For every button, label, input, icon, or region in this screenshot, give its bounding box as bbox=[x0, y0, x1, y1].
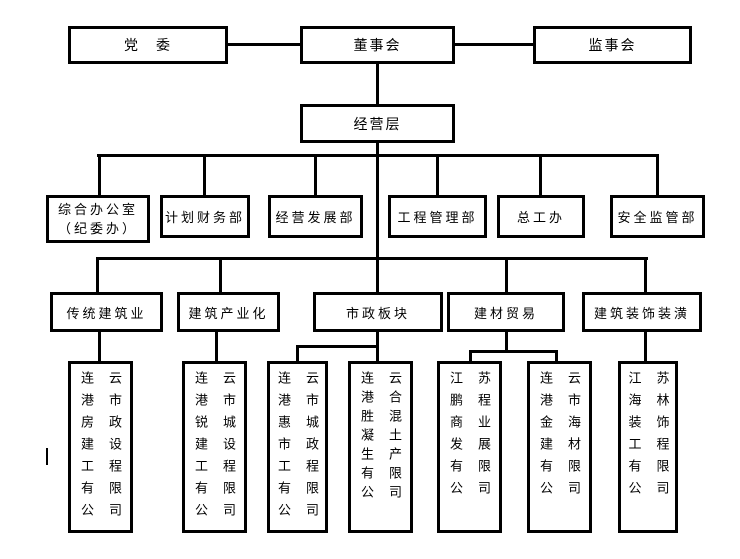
node-company-3: 连港惠市工有公 云市城政程限司 bbox=[267, 361, 328, 533]
connector-drop-dept-5 bbox=[539, 154, 542, 195]
connector-drop-segment-2 bbox=[219, 257, 222, 292]
node-label: 计划财务部 bbox=[164, 210, 245, 225]
stray-mark bbox=[46, 448, 48, 465]
company-name-column-left: 连港胜凝生有公 bbox=[359, 371, 374, 504]
company-name-column-left: 江鹏商发有公 bbox=[448, 371, 463, 503]
connector-department-bus bbox=[97, 154, 658, 157]
company-name-column-left: 连港锐建工有公 bbox=[193, 371, 208, 525]
company-name-column-right: 云市城设程限司 bbox=[221, 371, 236, 525]
node-dept-engineering-management: 工程管理部 bbox=[388, 195, 487, 238]
node-label: 建筑装饰装潢 bbox=[593, 305, 690, 321]
node-label: 董事会 bbox=[353, 39, 402, 54]
company-name-column-left: 连港房建工有公 bbox=[79, 371, 94, 525]
node-label: 安全监管部 bbox=[617, 210, 698, 225]
node-label: 建材贸易 bbox=[473, 305, 538, 321]
node-label: 综合办公室 （纪委办） bbox=[57, 201, 138, 237]
node-label: 监事会 bbox=[588, 39, 637, 54]
node-label: 总工办 bbox=[516, 210, 565, 225]
connector-central-trunk bbox=[376, 143, 379, 292]
node-dept-chief-engineer-office: 总工办 bbox=[497, 195, 585, 238]
node-company-2: 连港锐建工有公 云市城设程限司 bbox=[182, 361, 247, 533]
connector-drop-company-2 bbox=[215, 332, 218, 361]
node-dept-general-office: 综合办公室 （纪委办） bbox=[46, 195, 150, 243]
company-name-column-right: 云市海材限司 bbox=[566, 371, 581, 503]
node-label: 经营发展部 bbox=[275, 210, 356, 225]
connector-municipal-branch-bar bbox=[296, 345, 379, 348]
node-segment-municipal: 市政板块 bbox=[313, 292, 443, 332]
connector-drop-dept-6 bbox=[656, 154, 659, 195]
connector-drop-dept-4 bbox=[436, 154, 439, 195]
node-label: 党 委 bbox=[124, 39, 172, 54]
company-name-column-right: 云市政设程限司 bbox=[107, 371, 122, 525]
company-name-column-right: 云市城政程限司 bbox=[304, 371, 319, 525]
company-name-column-right: 苏林饰程限司 bbox=[654, 371, 670, 503]
node-supervisory-board: 监事会 bbox=[533, 26, 692, 64]
connector-drop-segment-4 bbox=[505, 257, 508, 292]
node-party-committee: 党 委 bbox=[68, 26, 228, 64]
node-label: 市政板块 bbox=[345, 305, 410, 321]
node-label: 建筑产业化 bbox=[188, 305, 269, 321]
node-label: 传统建筑业 bbox=[66, 305, 147, 321]
connector-party-board bbox=[228, 43, 300, 46]
connector-drop-company-3 bbox=[296, 345, 299, 361]
node-label: 经营层 bbox=[353, 117, 402, 133]
connector-materials-branch-bar bbox=[469, 350, 558, 353]
connector-materials-stem bbox=[505, 332, 508, 350]
node-dept-safety-supervision: 安全监管部 bbox=[610, 195, 705, 238]
connector-drop-dept-1 bbox=[98, 154, 101, 195]
node-segment-building-materials-trade: 建材贸易 bbox=[447, 292, 565, 332]
connector-drop-segment-1 bbox=[96, 257, 99, 292]
node-segment-traditional-construction: 传统建筑业 bbox=[50, 292, 163, 332]
connector-drop-company-6 bbox=[555, 350, 558, 361]
company-name-column-left: 江海装工有公 bbox=[626, 371, 642, 503]
connector-board-management bbox=[376, 64, 379, 104]
node-segment-decoration: 建筑装饰装潢 bbox=[582, 292, 702, 332]
node-company-6: 连港金建有公 云市海材限司 bbox=[527, 361, 592, 533]
node-company-5: 江鹏商发有公 苏程业展限司 bbox=[437, 361, 502, 533]
connector-drop-company-1 bbox=[98, 332, 101, 361]
connector-board-supervisory bbox=[455, 43, 533, 46]
node-company-1: 连港房建工有公 云市政设程限司 bbox=[68, 361, 133, 533]
node-management-layer: 经营层 bbox=[300, 104, 455, 143]
node-board-of-directors: 董事会 bbox=[300, 26, 455, 64]
company-name-column-right: 云合混土产限司 bbox=[387, 371, 402, 504]
node-label: 工程管理部 bbox=[397, 210, 478, 225]
connector-drop-segment-5 bbox=[644, 257, 647, 292]
company-name-column-right: 苏程业展限司 bbox=[476, 371, 491, 503]
node-segment-construction-industrialization: 建筑产业化 bbox=[177, 292, 280, 332]
connector-drop-company-7 bbox=[644, 332, 647, 361]
connector-drop-company-5 bbox=[469, 350, 472, 361]
node-company-7: 江海装工有公 苏林饰程限司 bbox=[618, 361, 678, 533]
connector-drop-dept-2 bbox=[203, 154, 206, 195]
company-name-column-left: 连港金建有公 bbox=[538, 371, 553, 503]
company-name-column-left: 连港惠市工有公 bbox=[276, 371, 291, 525]
node-dept-planning-finance: 计划财务部 bbox=[160, 195, 250, 238]
connector-drop-dept-3 bbox=[314, 154, 317, 195]
connector-segment-bus bbox=[97, 257, 648, 260]
node-company-4: 连港胜凝生有公 云合混土产限司 bbox=[348, 361, 413, 533]
node-dept-business-development: 经营发展部 bbox=[268, 195, 363, 238]
